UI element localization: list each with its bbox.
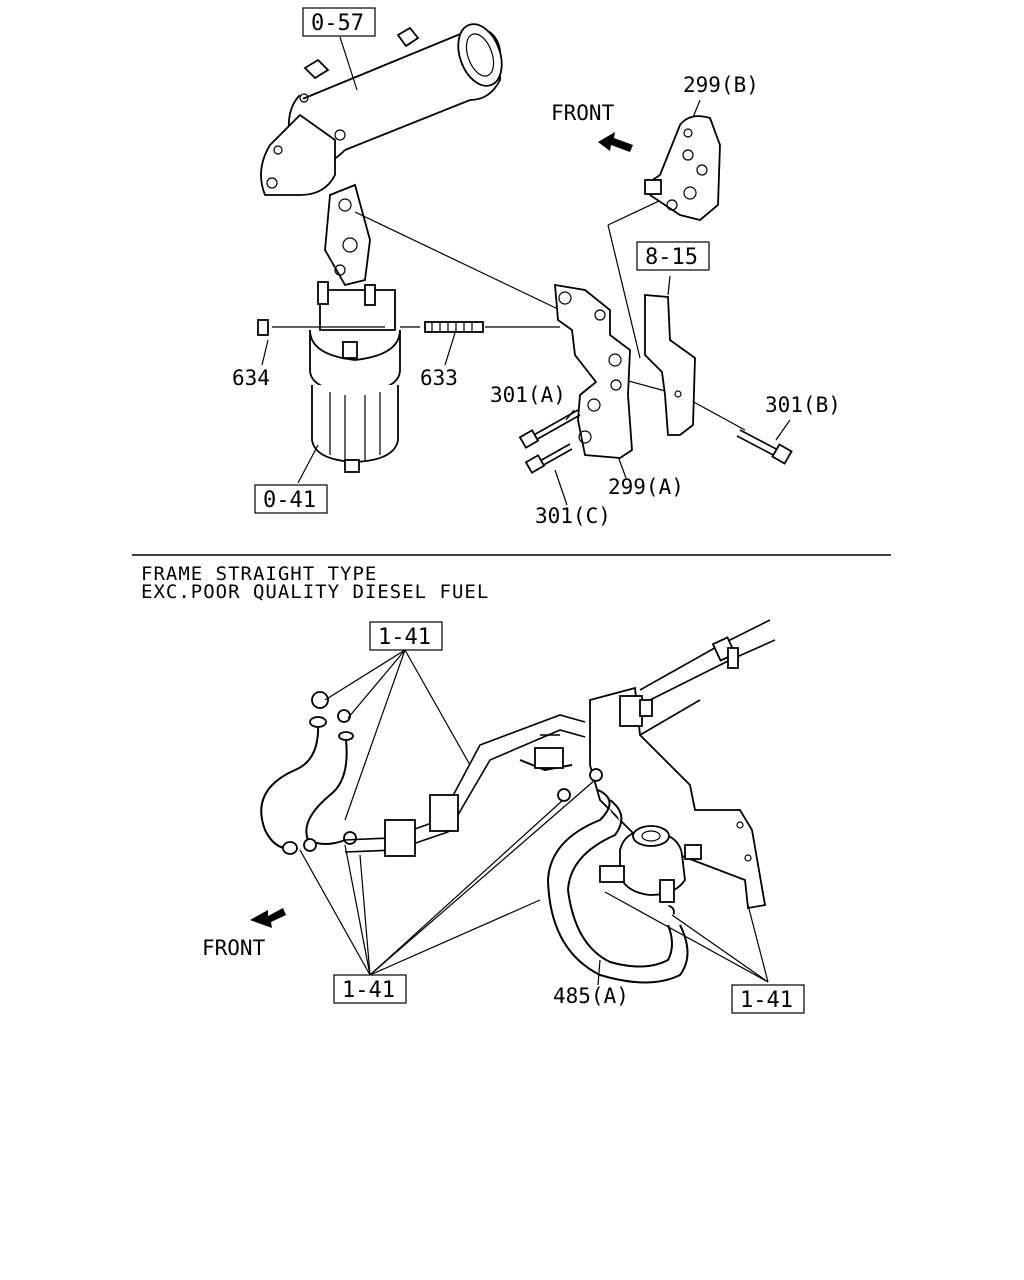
front-arrow-top	[598, 132, 633, 152]
callout-1-41-top: 1-41	[378, 625, 431, 650]
callout-0-41: 0-41	[263, 488, 316, 513]
callout-8-15: 8-15	[645, 245, 698, 270]
bottom-diagram: FRONT 1-41 1-41 1-41 485(A)	[202, 619, 805, 1014]
stud-633	[424, 321, 484, 333]
callout-301a: 301(A)	[490, 383, 566, 407]
callout-301b: 301(B)	[765, 393, 841, 417]
top-diagram: FRONT 0-57 0-41 8-15 299(B) 299(A) 301(A…	[232, 7, 841, 528]
callout-1-41-bottom-right: 1-41	[740, 988, 793, 1013]
callout-301c: 301(C)	[535, 504, 611, 528]
bracket-299a	[554, 283, 633, 459]
pipe-clip	[384, 794, 459, 857]
bolt-301c	[524, 443, 573, 474]
note-frame-type: FRAME STRAIGHT TYPE	[141, 563, 377, 585]
fuel-filter	[309, 281, 401, 473]
bracket-8-15	[644, 294, 696, 436]
bolt-301b	[736, 429, 793, 465]
bolt-301a	[518, 409, 581, 449]
front-arrow-bottom	[250, 908, 286, 928]
nut-634	[257, 319, 269, 336]
front-label-bottom: FRONT	[202, 936, 266, 960]
callout-633: 633	[420, 366, 458, 390]
note-fuel-condition: EXC.POOR QUALITY DIESEL FUEL	[141, 581, 489, 603]
callout-0-57: 0-57	[311, 11, 364, 36]
callout-1-41-bottom-left: 1-41	[342, 978, 395, 1003]
fuel-hose-left-2	[305, 739, 348, 845]
bracket-299b	[643, 115, 721, 221]
frame-bracket	[589, 619, 776, 910]
priming-pump	[599, 825, 702, 903]
intake-tube-assembly	[260, 23, 503, 287]
front-label-top: FRONT	[551, 101, 615, 125]
callout-299b: 299(B)	[683, 73, 759, 97]
callout-634: 634	[232, 366, 270, 390]
callout-485a: 485(A)	[553, 984, 629, 1008]
callout-299a: 299(A)	[608, 475, 684, 499]
fuel-hose-left-1	[260, 721, 320, 850]
